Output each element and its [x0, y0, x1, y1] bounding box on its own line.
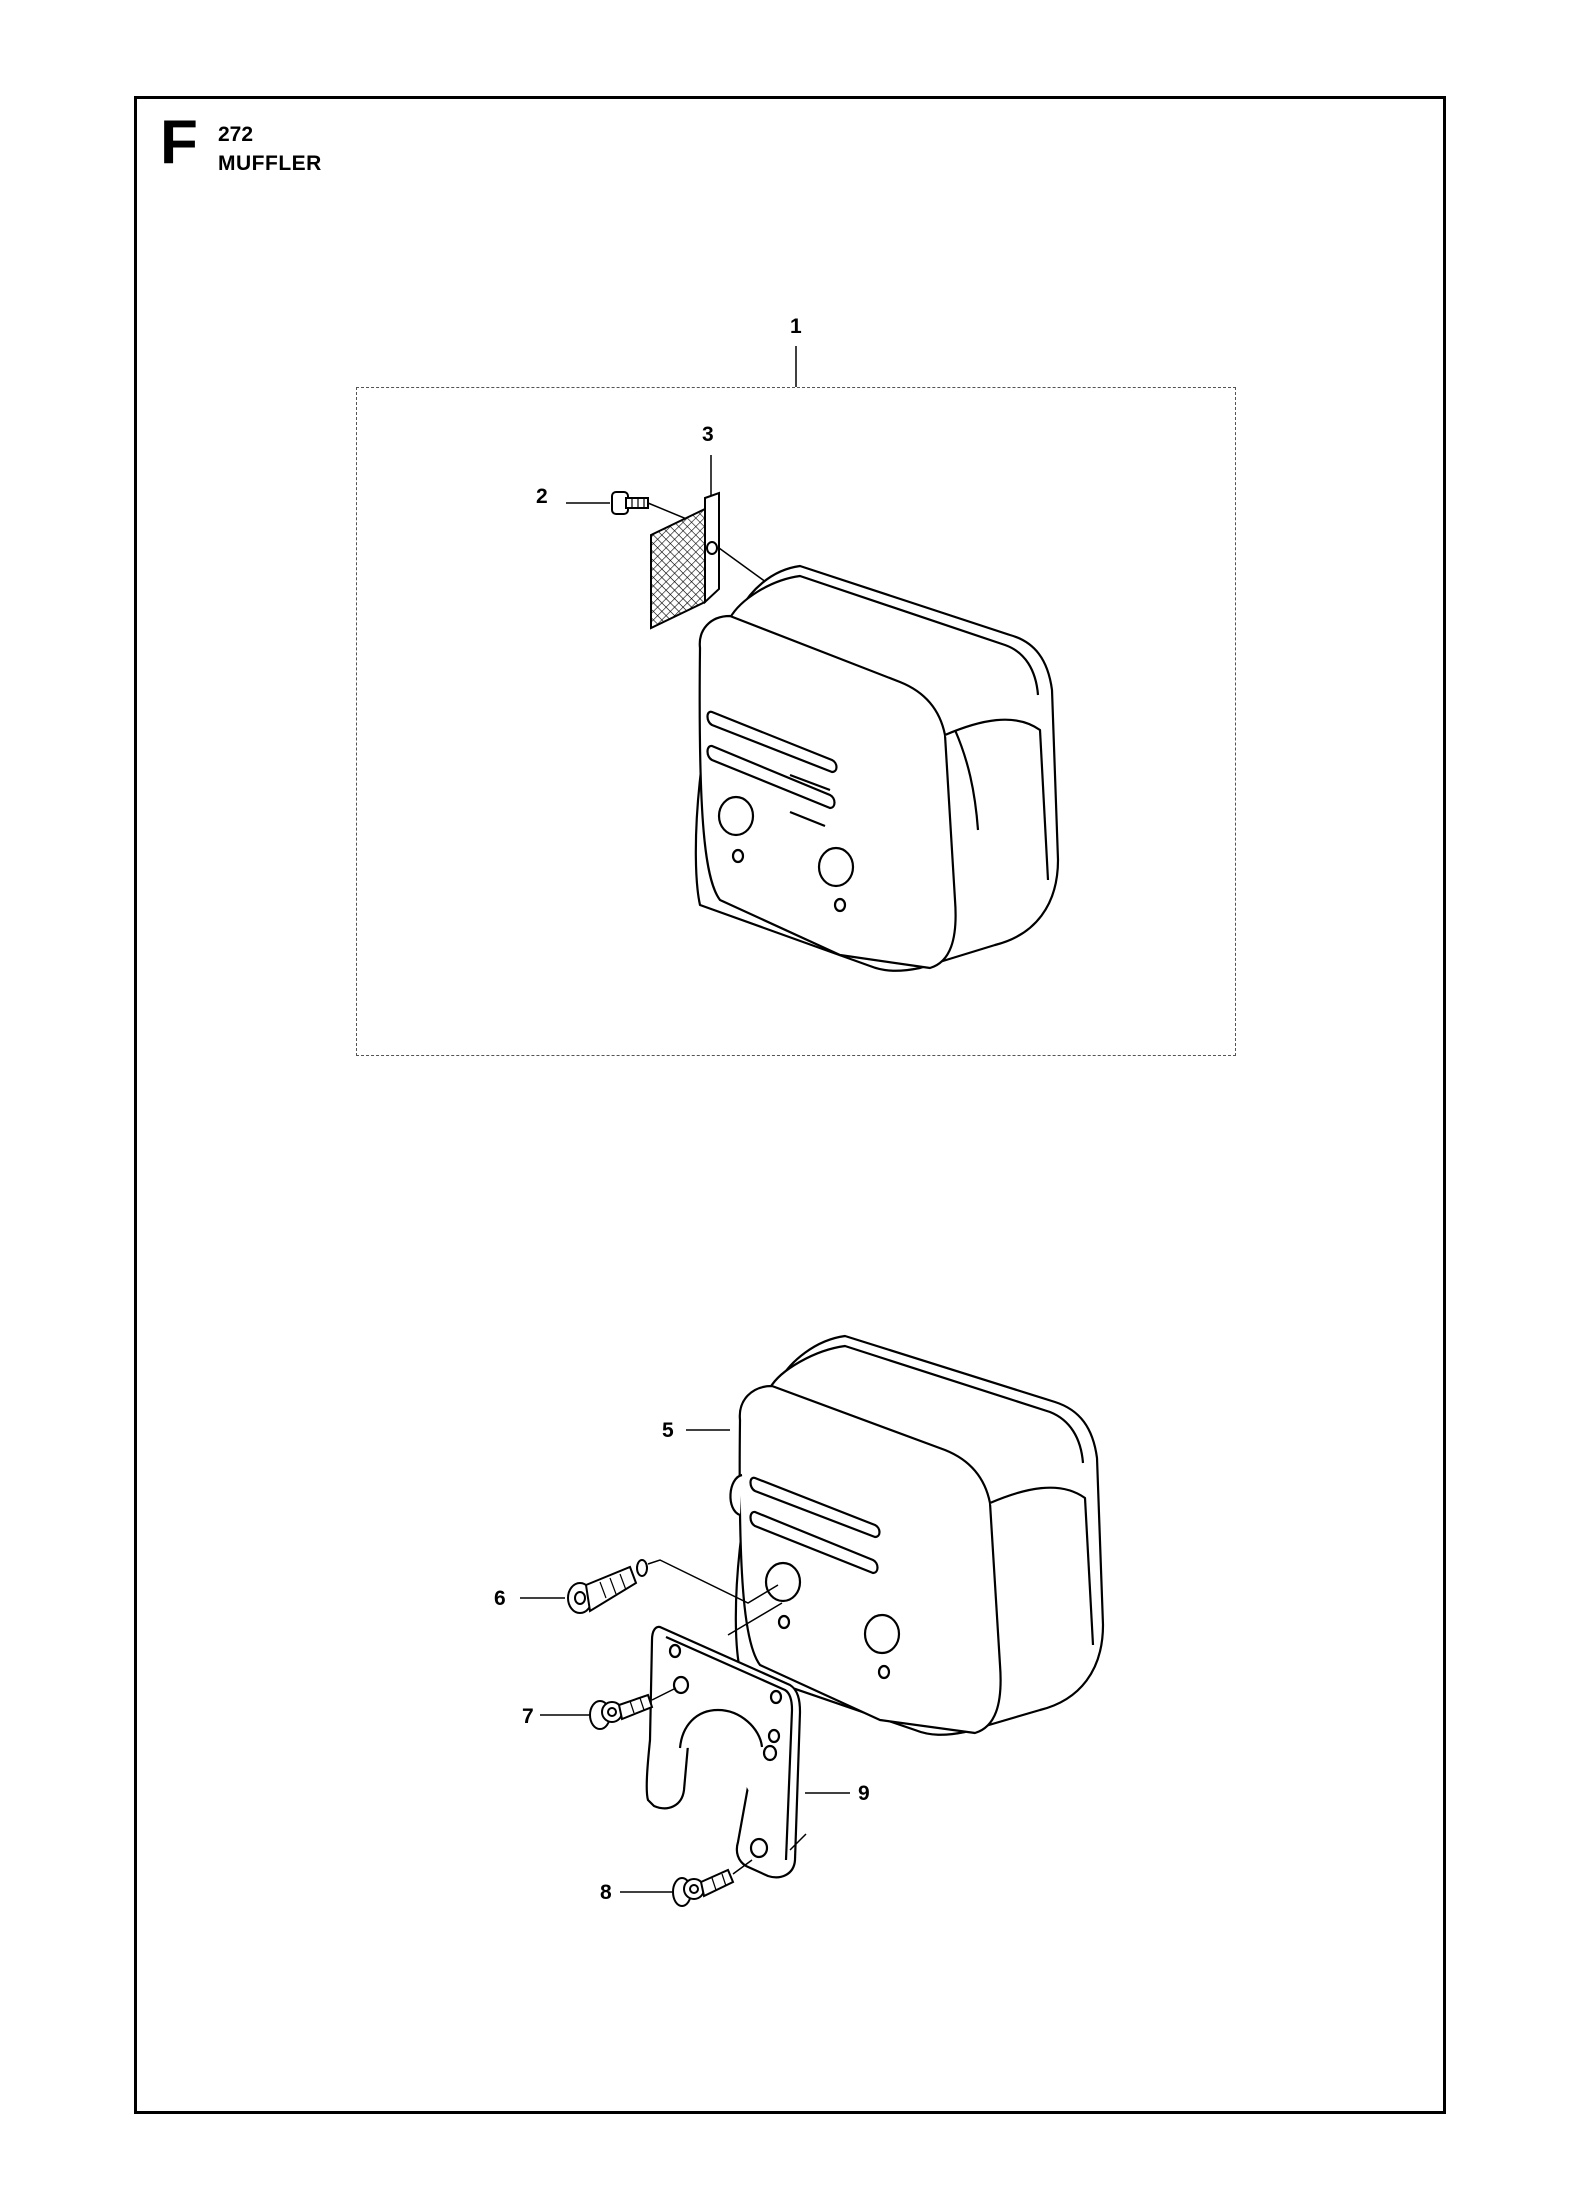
muffler-body-kit — [694, 564, 1060, 972]
callout-7: 7 — [522, 1705, 534, 1728]
page-title: MUFFLER — [218, 152, 322, 175]
bolt-6 — [520, 1559, 779, 1614]
spark-arrestor-screen-3 — [650, 455, 771, 630]
callout-6: 6 — [494, 1587, 506, 1610]
page-frame — [134, 96, 1446, 2114]
callout-5: 5 — [662, 1419, 674, 1442]
callout-1: 1 — [790, 315, 802, 338]
muffler-body-5 — [729, 1334, 1105, 1736]
screw-2 — [566, 491, 719, 533]
callout-2: 2 — [536, 485, 548, 508]
callout-8: 8 — [600, 1881, 612, 1904]
muffler-kit-box — [356, 387, 1236, 1056]
section-letter: F — [160, 108, 198, 177]
callout-3: 3 — [702, 423, 714, 446]
screw-8 — [620, 1859, 753, 1907]
model-number: 272 — [218, 123, 254, 146]
callout-9: 9 — [858, 1782, 870, 1805]
screw-7 — [540, 1687, 677, 1730]
bracket-9 — [645, 1602, 850, 1879]
